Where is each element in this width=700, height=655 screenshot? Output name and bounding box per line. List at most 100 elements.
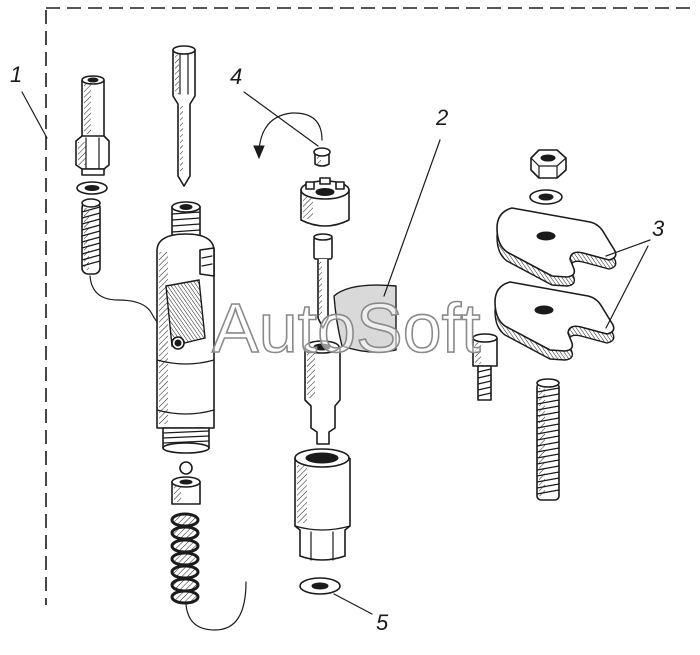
callout-3-label: 3	[652, 216, 665, 241]
washer-hole	[84, 185, 100, 191]
callout-3: 3	[605, 216, 665, 329]
filter-rod-head	[81, 198, 101, 208]
short-stud-shade	[475, 342, 481, 364]
nozzle-body-bore	[313, 343, 331, 351]
nozzle-washer	[299, 577, 341, 595]
callout-1-leader	[21, 91, 48, 139]
cap-nut-bore	[305, 452, 339, 464]
callout-1: 1	[10, 62, 48, 139]
filter-rod	[81, 198, 101, 275]
needle-head-top	[313, 233, 333, 241]
cap-nut-hex-flats	[310, 531, 334, 561]
spring-nut-bore	[179, 479, 193, 485]
fitting-hex-shade	[78, 142, 86, 165]
clamp-plate-upper	[496, 207, 617, 287]
sealing-tab	[333, 284, 397, 353]
cap-screw-shade	[317, 155, 321, 164]
adjusting-rod-stem-shade	[180, 106, 183, 174]
long-stud	[536, 378, 560, 501]
fitting-tube-shade	[84, 84, 91, 134]
clamp-washer	[529, 189, 563, 205]
fitting-bore	[87, 77, 99, 83]
spring-coil	[170, 525, 200, 541]
inlet-washer	[76, 181, 108, 195]
body-bottom-thread-lines	[162, 430, 210, 444]
hex-nut-bore	[540, 154, 556, 162]
body-inlet-port-hole	[174, 339, 182, 347]
spring-location-line	[185, 581, 247, 631]
spring-coil	[170, 512, 200, 528]
callout-5-label: 5	[376, 610, 389, 635]
castle-nut-tab	[335, 181, 345, 190]
spring-coil	[170, 577, 200, 593]
cap-nut-body	[294, 458, 351, 561]
adjusting-rod-slot	[179, 53, 189, 95]
spring-coil	[170, 589, 200, 605]
callout-4-label: 4	[230, 64, 242, 89]
body-housing-shade	[159, 252, 168, 424]
body-inlet-window	[165, 279, 206, 347]
fitting-hex-flats	[85, 137, 100, 169]
spring-nut-shade	[174, 486, 181, 502]
filter-rod-threads	[81, 206, 101, 267]
castle-nut-tab	[319, 177, 331, 185]
body-top-bore	[179, 204, 193, 210]
clamp-plate-lower	[494, 281, 615, 361]
inlet-fitting	[75, 75, 110, 176]
nozzle-body-shade	[307, 352, 315, 398]
spring-seat-ball	[179, 461, 193, 475]
callout-5-leader	[333, 593, 373, 615]
short-stud-threads	[477, 368, 492, 397]
spring-coil	[170, 564, 200, 580]
cap-nut-shoulder	[294, 525, 351, 531]
body-side-flat-lines	[201, 255, 213, 267]
spring-coil	[170, 538, 200, 554]
clamp-plate-hole	[536, 231, 556, 241]
clamp-washer-hole	[538, 193, 554, 201]
body-bottom-face	[162, 442, 210, 454]
callout-2-label: 2	[435, 105, 448, 130]
clamp-plate-face	[496, 207, 617, 278]
fitting-collar	[81, 168, 105, 176]
callout-2: 2	[383, 105, 448, 297]
body-groove-lower	[156, 409, 215, 415]
injector-body	[156, 201, 215, 454]
long-stud-top	[536, 378, 560, 388]
long-stud-threads	[536, 387, 560, 495]
nozzle-cap-nut	[294, 448, 351, 561]
assembly-frame	[45, 7, 690, 605]
castle-nut-tab	[305, 181, 315, 190]
body-side-flat	[199, 247, 215, 277]
short-stud-top	[472, 333, 498, 343]
callout-4-leader	[243, 91, 319, 147]
callout-3-leader-upper	[605, 239, 651, 257]
watermark: AutoSoft	[212, 289, 481, 367]
clamp-plate-hole	[534, 305, 554, 315]
filter-rod-shade	[84, 208, 89, 270]
spring-assembly	[170, 461, 201, 605]
callout-1-label: 1	[10, 62, 22, 87]
short-stud	[472, 333, 498, 401]
callout-3-leader-lower	[605, 245, 649, 329]
callout-2-leader	[383, 139, 441, 297]
nozzle-washer-hole	[311, 582, 329, 590]
body-groove-upper	[156, 359, 215, 365]
rotation-arrow-head	[253, 145, 265, 160]
castle-nut-bore	[315, 188, 335, 196]
callout-4: 4	[230, 64, 323, 160]
castle-nut-shade	[303, 195, 313, 219]
hex-nut-edges	[530, 157, 567, 179]
needle-stem-shade	[319, 262, 322, 316]
body-top-thread-lines	[171, 211, 201, 233]
rotation-arrow-arc	[258, 112, 323, 151]
cap-nut-shade	[297, 465, 307, 523]
adjusting-rod-top	[172, 45, 196, 55]
callout-5: 5	[333, 593, 389, 635]
clamp-plate-face	[494, 281, 615, 352]
nozzle-needle	[313, 233, 333, 329]
cap-screw	[313, 147, 331, 167]
long-stud-shade	[539, 388, 545, 496]
adjusting-rod-shade	[175, 54, 179, 94]
nozzle-body	[304, 340, 341, 445]
